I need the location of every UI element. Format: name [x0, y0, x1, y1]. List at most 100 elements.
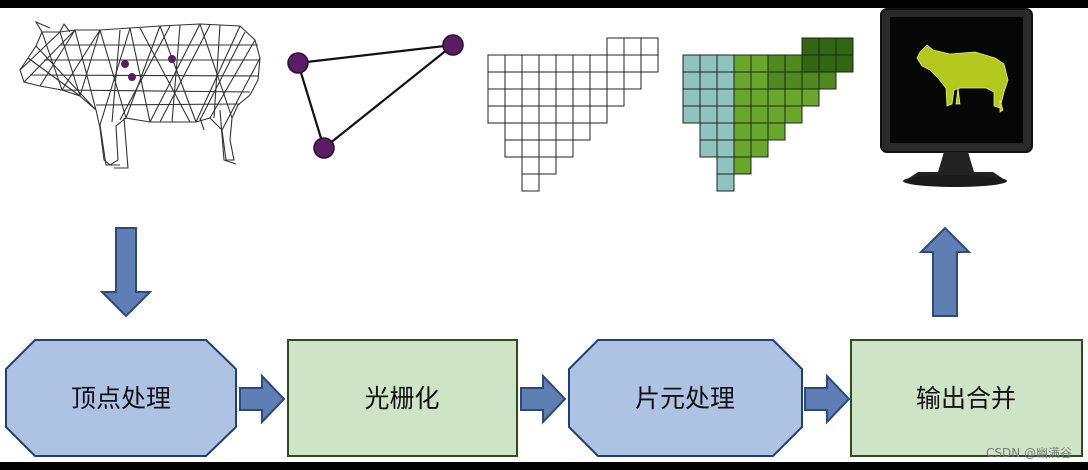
- pixel-cell: [682, 71, 701, 90]
- pixel-cell: [538, 122, 557, 141]
- pixel-cell: [682, 105, 701, 124]
- pixel-cell: [538, 88, 557, 107]
- pixel-cell: [640, 54, 659, 73]
- pixel-cell: [572, 88, 591, 107]
- pixel-cell: [716, 71, 735, 90]
- pixel-cell: [555, 122, 574, 141]
- pixel-cell: [555, 54, 574, 73]
- pixel-cell: [784, 71, 803, 90]
- pixel-cell: [699, 122, 718, 141]
- pixel-cell: [750, 88, 769, 107]
- monitor-icon: [880, 8, 1033, 187]
- pixel-cell: [699, 88, 718, 107]
- pixel-cell: [801, 37, 820, 56]
- stage-label: 顶点处理: [71, 384, 171, 413]
- pixel-cell: [538, 105, 557, 124]
- pixel-cell: [504, 88, 523, 107]
- pixel-cell: [572, 54, 591, 73]
- pixel-cell: [504, 139, 523, 158]
- pixel-cell: [538, 156, 557, 175]
- pixel-cell: [699, 139, 718, 158]
- pixel-cell: [716, 88, 735, 107]
- pixel-cell: [818, 37, 837, 56]
- pixel-cell: [801, 54, 820, 73]
- pixel-cell: [784, 88, 803, 107]
- pixel-cell: [589, 105, 608, 124]
- stage-fragment-processing: 片元处理: [568, 339, 803, 457]
- up-arrow-icon: [918, 226, 972, 317]
- pixel-cell: [750, 54, 769, 73]
- pixel-cell: [521, 122, 540, 141]
- pixel-cell: [555, 88, 574, 107]
- wireframe-cow-icon: [19, 20, 261, 169]
- pixel-cell: [572, 105, 591, 124]
- pixel-cell: [716, 122, 735, 141]
- pixel-cell: [521, 105, 540, 124]
- pixel-cell: [733, 105, 752, 124]
- pixel-cell: [589, 71, 608, 90]
- pixel-cell: [589, 54, 608, 73]
- pixel-cell: [623, 54, 642, 73]
- pixel-cell: [767, 88, 786, 107]
- pixel-cell: [606, 71, 625, 90]
- pixel-cell: [716, 54, 735, 73]
- pixel-cell: [733, 88, 752, 107]
- stage-label: 片元处理: [635, 384, 735, 413]
- pixel-cell: [784, 105, 803, 124]
- top-border: [0, 0, 1088, 8]
- pixel-cell: [521, 173, 540, 192]
- pixel-cell: [589, 88, 608, 107]
- pixel-cell: [750, 105, 769, 124]
- pixel-cell: [733, 156, 752, 175]
- pixel-cell: [521, 54, 540, 73]
- pixel-cell: [606, 54, 625, 73]
- pixel-cell: [750, 71, 769, 90]
- stage-label: 光栅化: [364, 384, 439, 413]
- pixel-cell: [538, 71, 557, 90]
- pixel-cell: [733, 71, 752, 90]
- pixel-cell: [750, 122, 769, 141]
- pixel-cell: [555, 139, 574, 158]
- pixel-cell: [767, 71, 786, 90]
- stage-label: 输出合并: [916, 384, 1016, 413]
- pixel-cell: [606, 37, 625, 56]
- pixel-cell: [716, 139, 735, 158]
- pixel-cell: [716, 156, 735, 175]
- pixel-cell: [521, 139, 540, 158]
- pixel-cell: [640, 37, 659, 56]
- pixel-cell: [555, 71, 574, 90]
- pixel-cell: [767, 105, 786, 124]
- pixel-cell: [835, 54, 854, 73]
- pixel-cell: [818, 71, 837, 90]
- pixel-cell: [487, 71, 506, 90]
- pixel-cell: [521, 156, 540, 175]
- pixel-cell: [487, 105, 506, 124]
- pixel-cell: [606, 88, 625, 107]
- stage-rasterization: 光栅化: [287, 339, 518, 457]
- pixel-cell: [555, 105, 574, 124]
- pixel-cell: [699, 54, 718, 73]
- stage-vertex-processing: 顶点处理: [5, 339, 237, 457]
- pixel-cell: [538, 139, 557, 158]
- pixel-cell: [733, 122, 752, 141]
- raster-grid-icon: [487, 37, 659, 192]
- pixel-cell: [487, 54, 506, 73]
- pixel-cell: [733, 139, 752, 158]
- down-arrow-icon: [99, 227, 153, 318]
- pixel-cell: [504, 71, 523, 90]
- cow-vertex-dots: [121, 55, 176, 81]
- pixel-cell: [801, 71, 820, 90]
- monitor-cow-icon: [916, 44, 1009, 113]
- pixel-cell: [716, 173, 735, 192]
- pixel-cell: [504, 54, 523, 73]
- shaded-fragments-icon: [682, 37, 854, 192]
- stage-output-merger: 输出合并: [850, 339, 1083, 457]
- pixel-cell: [572, 122, 591, 141]
- triangle-vertices-icon: [287, 34, 464, 159]
- pixel-cell: [801, 88, 820, 107]
- right-arrow-icon: [804, 373, 851, 425]
- pixel-cell: [487, 88, 506, 107]
- pixel-cell: [767, 54, 786, 73]
- pixel-cell: [572, 71, 591, 90]
